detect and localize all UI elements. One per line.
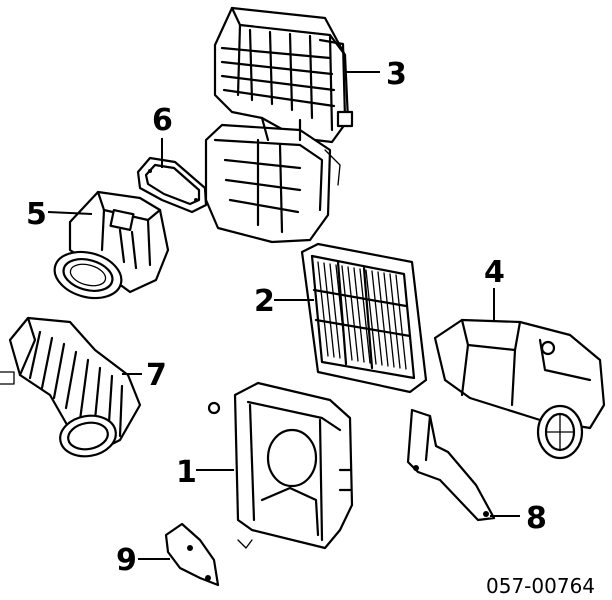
part-3-upper-housing-drawing	[204, 6, 354, 244]
callouts: 3 6 5 2 4 7 1 8 9	[26, 57, 547, 578]
part-1-lower-case-drawing	[207, 381, 354, 550]
callout-2: 2	[254, 284, 275, 319]
diagram-part-number: 057-00764	[486, 574, 595, 598]
part-4-resonator-drawing	[433, 318, 606, 460]
callout-1: 1	[176, 455, 197, 490]
part-5-air-flow-meter-drawing	[53, 190, 170, 300]
part-7-intake-hose-drawing	[0, 316, 142, 458]
callout-9: 9	[116, 543, 137, 578]
callout-8: 8	[526, 501, 547, 536]
callout-7: 7	[146, 358, 167, 393]
callout-3: 3	[386, 57, 407, 92]
part-9-small-bracket-drawing	[164, 522, 220, 587]
leader-lines	[47, 71, 520, 560]
part-8-bracket-drawing	[406, 408, 496, 522]
callout-6: 6	[152, 103, 173, 138]
part-2-filter-element-drawing	[300, 242, 428, 394]
leader-line-5	[47, 211, 93, 215]
callout-5: 5	[26, 197, 47, 232]
callout-4: 4	[484, 255, 505, 290]
